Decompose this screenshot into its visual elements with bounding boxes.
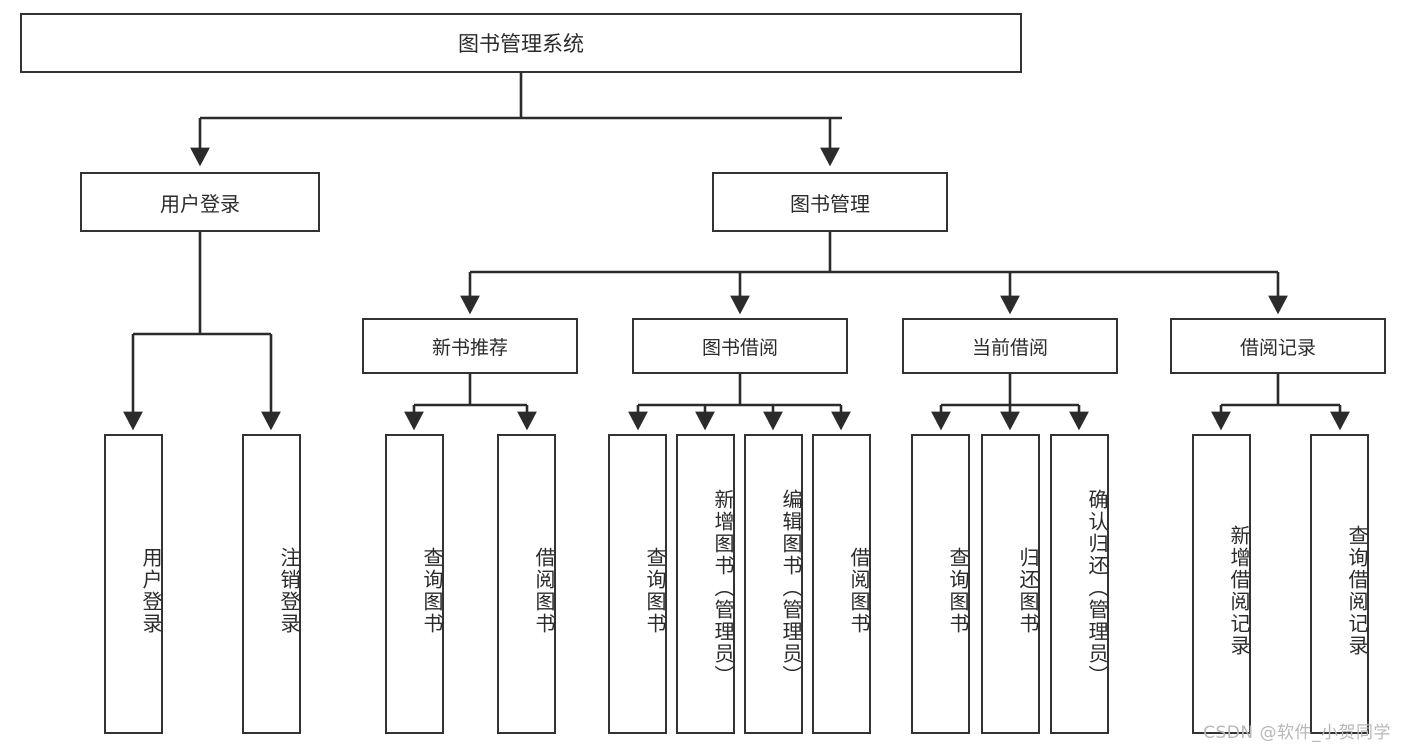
node-root-label: 图书管理系统: [458, 32, 584, 56]
watermark: CSDN @软件_小贺同学: [1203, 723, 1391, 743]
leaf-borrow-record-query-label: 查询借阅记录: [1345, 525, 1369, 657]
leaf-new-book-query-label: 查询图书: [420, 547, 444, 635]
leaf-borrow-record-add[interactable]: 新增借阅记录: [1192, 434, 1251, 734]
leaf-current-borrow-return-label: 归还图书: [1016, 547, 1040, 635]
leaf-current-borrow-return[interactable]: 归还图书: [981, 434, 1040, 734]
leaf-borrow-record-add-label: 新增借阅记录: [1227, 525, 1251, 657]
node-borrow-record-label: 借阅记录: [1239, 336, 1316, 359]
leaf-new-book-query[interactable]: 查询图书: [385, 434, 444, 734]
leaf-book-borrow-add-label: 新增图书（管理员）: [711, 489, 735, 687]
leaf-book-borrow-edit[interactable]: 编辑图书（管理员）: [744, 434, 803, 734]
node-book-borrow-label: 图书借阅: [701, 336, 778, 359]
node-current-borrow-label: 当前借阅: [971, 336, 1048, 359]
leaf-book-borrow-borrow-label: 借阅图书: [847, 547, 871, 635]
node-book-management[interactable]: 图书管理: [712, 172, 948, 232]
node-new-book-recommend[interactable]: 新书推荐: [362, 318, 578, 374]
leaf-user-login-logout-label: 注销登录: [277, 547, 301, 635]
leaf-book-borrow-borrow[interactable]: 借阅图书: [812, 434, 871, 734]
leaf-user-login-login[interactable]: 用户登录: [104, 434, 163, 734]
leaf-book-borrow-query[interactable]: 查询图书: [608, 434, 667, 734]
node-new-book-recommend-label: 新书推荐: [431, 336, 508, 359]
leaf-borrow-record-query[interactable]: 查询借阅记录: [1310, 434, 1369, 734]
leaf-book-borrow-add[interactable]: 新增图书（管理员）: [676, 434, 735, 734]
leaf-new-book-borrow-label: 借阅图书: [532, 547, 556, 635]
leaf-book-borrow-query-label: 查询图书: [643, 547, 667, 635]
node-current-borrow[interactable]: 当前借阅: [902, 318, 1118, 374]
leaf-book-borrow-edit-label: 编辑图书（管理员）: [779, 489, 803, 687]
leaf-user-login-login-label: 用户登录: [139, 547, 163, 635]
node-user-login-label: 用户登录: [160, 191, 240, 216]
leaf-current-borrow-query-label: 查询图书: [946, 547, 970, 635]
leaf-user-login-logout[interactable]: 注销登录: [242, 434, 301, 734]
node-user-login[interactable]: 用户登录: [80, 172, 320, 232]
node-book-borrow[interactable]: 图书借阅: [632, 318, 848, 374]
leaf-current-borrow-confirm[interactable]: 确认归还（管理员）: [1050, 434, 1109, 734]
leaf-new-book-borrow[interactable]: 借阅图书: [497, 434, 556, 734]
node-root[interactable]: 图书管理系统: [20, 13, 1022, 73]
leaf-current-borrow-query[interactable]: 查询图书: [911, 434, 970, 734]
node-book-management-label: 图书管理: [790, 191, 870, 216]
leaf-current-borrow-confirm-label: 确认归还（管理员）: [1085, 489, 1109, 687]
node-borrow-record[interactable]: 借阅记录: [1170, 318, 1386, 374]
